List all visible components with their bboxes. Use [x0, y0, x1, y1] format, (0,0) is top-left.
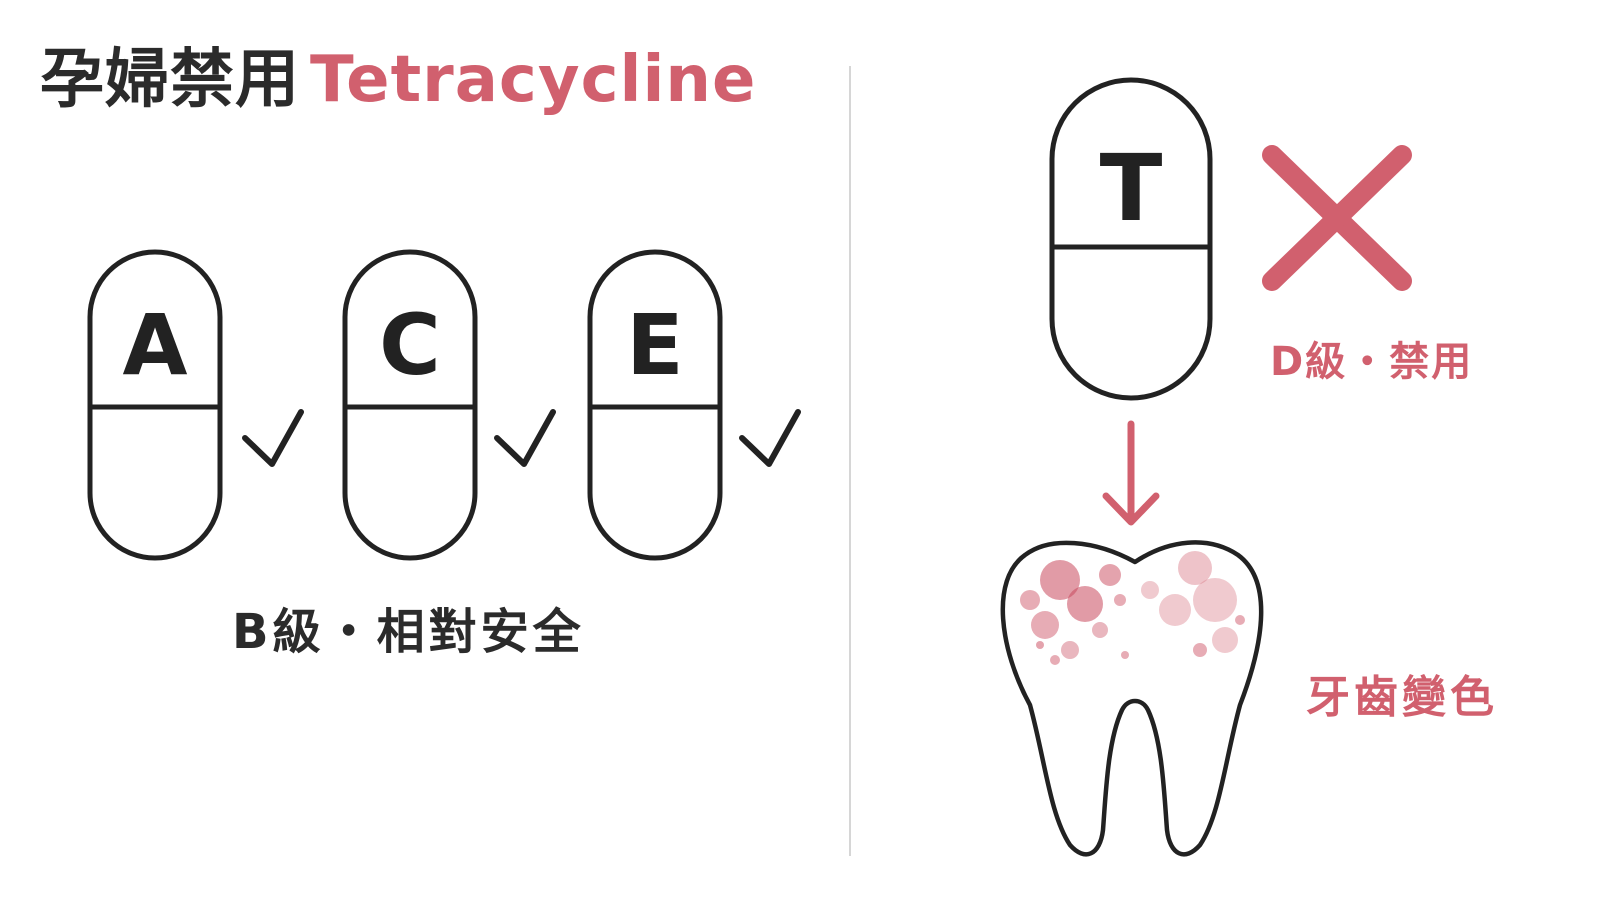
pill-a-icon: A	[87, 249, 223, 561]
tooth-stain-spots	[1020, 551, 1245, 665]
panel-divider	[849, 66, 851, 856]
pill-c-letter: C	[379, 296, 441, 394]
safe-grade-caption: B級・相對安全	[232, 604, 585, 660]
title-chinese: 孕婦禁用	[40, 43, 300, 117]
stained-tooth-icon	[1000, 540, 1264, 857]
pill-a-letter: A	[122, 296, 187, 394]
pill-c-icon: C	[342, 249, 478, 561]
check-icon	[739, 409, 801, 467]
forbidden-grade-label: D級・禁用	[1270, 339, 1474, 385]
pill-t-icon: T	[1049, 77, 1213, 401]
safe-vitamins-group: A C E	[87, 249, 801, 561]
check-icon	[494, 409, 556, 467]
check-icon	[242, 409, 304, 467]
tooth-discoloration-label: 牙齒變色	[1306, 672, 1498, 723]
cross-icon	[1262, 145, 1412, 291]
tooth-outline	[1000, 540, 1264, 857]
pill-t-letter: T	[1100, 135, 1163, 242]
pill-e-icon: E	[587, 249, 723, 561]
pill-e-letter: E	[626, 296, 683, 394]
down-arrow-icon	[1102, 420, 1160, 526]
title-drug-name: Tetracycline	[310, 43, 757, 117]
